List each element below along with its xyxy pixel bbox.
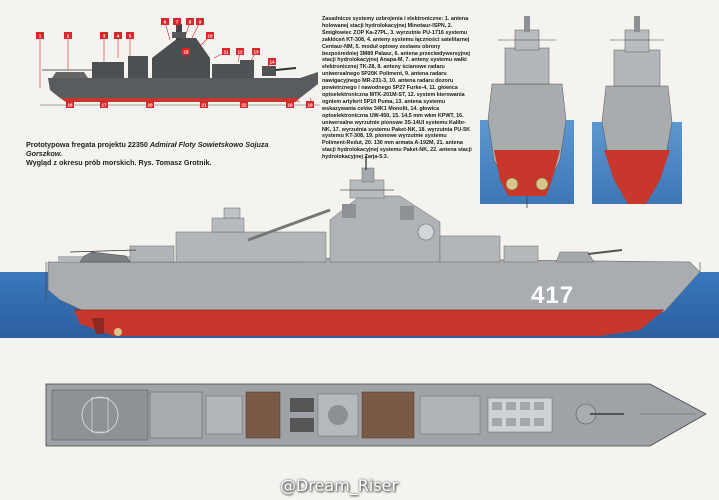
callout-1: 1: [36, 32, 44, 39]
callout-13: 13: [252, 48, 260, 55]
svg-text:14: 14: [269, 60, 275, 65]
callout-2: 2: [64, 32, 72, 39]
watermark: @Dream_Riser: [280, 476, 399, 495]
callout-20: 20: [146, 101, 154, 108]
armament-legend: Zasadnicze systemy uzbrojenia i elektron…: [322, 16, 472, 161]
svg-text:7: 7: [176, 20, 179, 25]
svg-text:19: 19: [307, 103, 313, 108]
callout-14: 14: [268, 58, 276, 65]
stern-view: [480, 16, 574, 208]
hull-number: 417: [531, 282, 575, 309]
callout-9: 9: [196, 18, 204, 25]
callout-19: 19: [306, 101, 314, 108]
caption-line-1: Prototypowa fregata projektu 22350: [26, 140, 150, 149]
caption-ship-name: Admirał Floty Sowietskowo Sojuza Gorszko…: [26, 140, 269, 158]
svg-text:22: 22: [241, 103, 247, 108]
svg-text:4: 4: [117, 34, 120, 39]
svg-text:18: 18: [287, 103, 293, 108]
svg-text:2: 2: [67, 34, 70, 39]
callout-5: 5: [126, 32, 134, 39]
main-profile-view: [0, 156, 719, 338]
svg-text:16: 16: [67, 103, 73, 108]
callout-17: 17: [100, 101, 108, 108]
callout-10: 10: [206, 32, 214, 39]
svg-text:8: 8: [189, 20, 192, 25]
svg-text:10: 10: [207, 34, 213, 39]
callout-4: 4: [114, 32, 122, 39]
callout-16: 16: [66, 101, 74, 108]
svg-text:9: 9: [199, 20, 202, 25]
callout-3: 3: [100, 32, 108, 39]
svg-text:15: 15: [183, 50, 189, 55]
caption-line-2: Wygląd z okresu prób morskich. Rys. Toma…: [26, 158, 212, 167]
callout-18: 18: [286, 101, 294, 108]
svg-text:13: 13: [253, 50, 259, 55]
figure-caption: Prototypowa fregata projektu 22350 Admir…: [26, 140, 276, 167]
plan-view: [45, 383, 707, 447]
svg-text:21: 21: [201, 103, 207, 108]
svg-text:5: 5: [129, 34, 132, 39]
callout-6: 6: [161, 18, 169, 25]
callout-21: 21: [200, 101, 208, 108]
callout-15: 15: [182, 48, 190, 55]
svg-text:6: 6: [164, 20, 167, 25]
svg-text:20: 20: [147, 103, 153, 108]
callout-11: 11: [222, 48, 230, 55]
svg-text:11: 11: [224, 50, 229, 55]
callout-8: 8: [186, 18, 194, 25]
callout-22: 22: [240, 101, 248, 108]
svg-text:1: 1: [39, 34, 42, 39]
svg-text:17: 17: [101, 103, 107, 108]
small-profile-view: [39, 21, 320, 106]
callout-7: 7: [173, 18, 181, 25]
svg-text:3: 3: [103, 34, 106, 39]
svg-text:12: 12: [237, 50, 243, 55]
bow-view: [592, 16, 682, 204]
callout-12: 12: [236, 48, 244, 55]
